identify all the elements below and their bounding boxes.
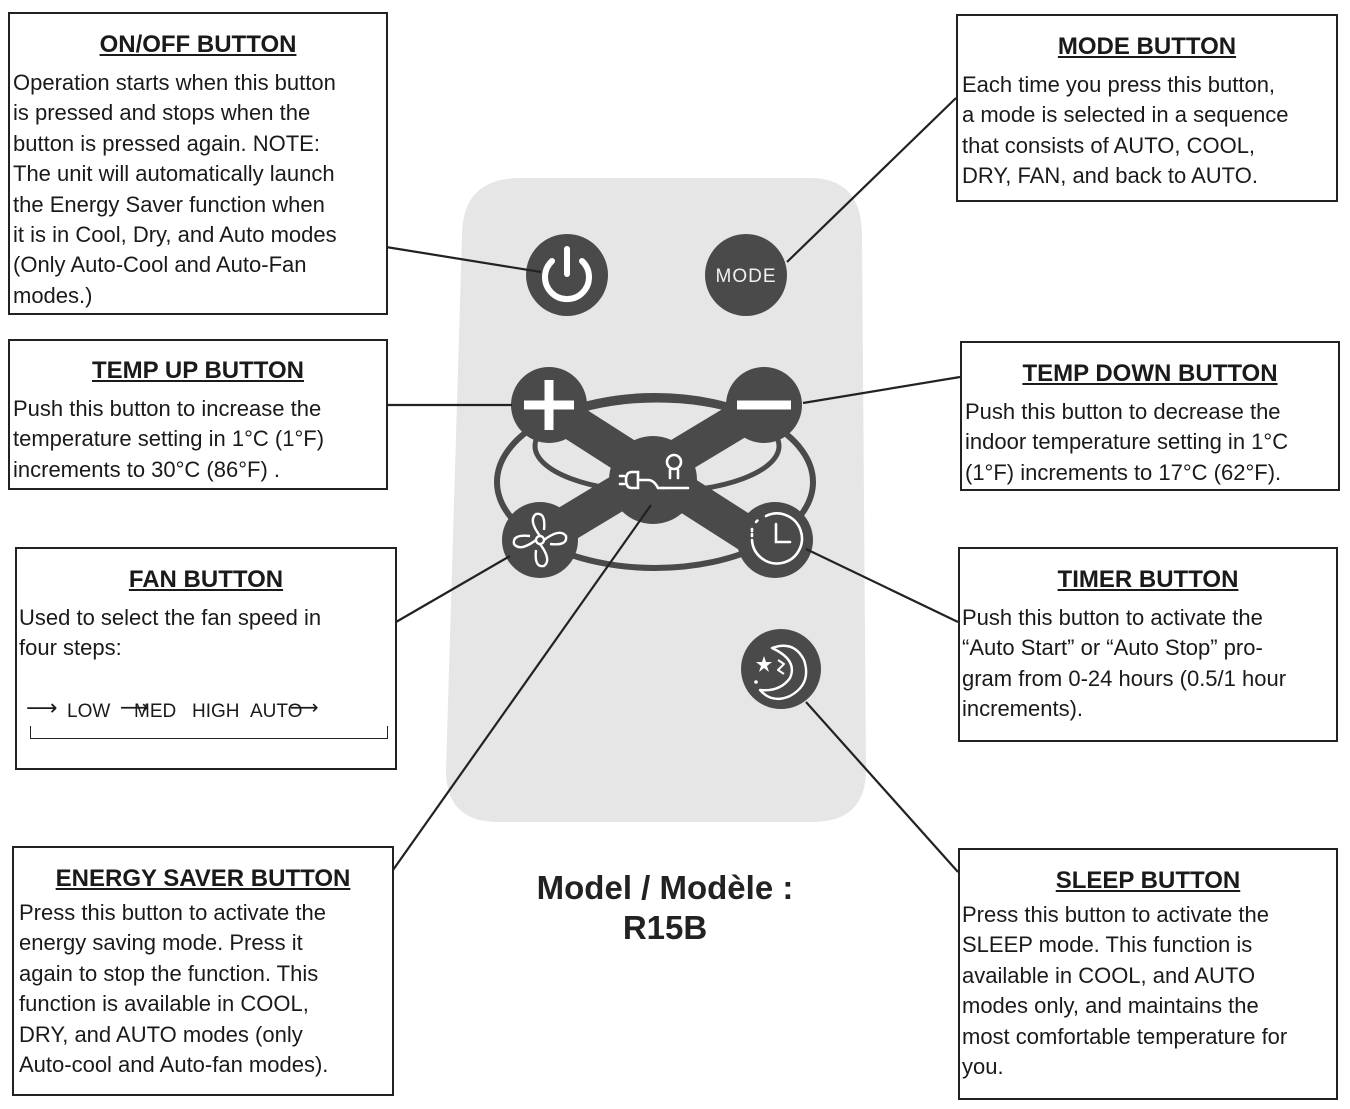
fan-speed-med: MED [134,701,177,722]
fan-button[interactable] [502,502,578,578]
fan-icon [512,512,568,568]
button-cluster-ring [494,393,816,571]
temp-down-text: Push this button to decrease the indoor … [965,399,1289,485]
model-line1: Model / Modèle : [536,869,794,906]
sleep-title: SLEEP BUTTON [1055,867,1241,894]
clock-icon [750,512,804,565]
fan-speed-high: HIGH [192,701,240,722]
model-label: Model / Modèle : R15B [470,868,860,948]
fan-callout: FAN BUTTON Used to select the fan speed … [15,547,397,770]
timer-button[interactable] [737,502,813,578]
leader-lines [385,97,961,873]
temp-down-title: TEMP DOWN BUTTON [1022,360,1278,387]
fan-speed-sequence: ⟶ LOW MED ⟶ HIGH AUTO ⟶ [22,694,388,742]
power-icon [542,246,592,303]
temp-up-title: TEMP UP BUTTON [91,357,305,384]
energy-saver-button[interactable] [609,436,697,524]
onoff-title: ON/OFF BUTTON [99,31,297,58]
timer-title: TIMER BUTTON [1057,566,1239,593]
plus-icon [524,380,574,430]
timer-text: Push this button to activate the “Auto S… [962,605,1287,722]
moon-icon [754,644,808,701]
energy-saver-text: Press this button to activate the energy… [19,900,329,1078]
fan-title: FAN BUTTON [128,566,284,593]
mode-button-label: MODE [716,266,777,287]
model-number: R15B [622,909,708,946]
onoff-callout: ON/OFF BUTTON Operation starts when this… [8,12,388,315]
temp-down-callout: TEMP DOWN BUTTON Push this button to dec… [960,341,1340,491]
mode-button[interactable]: MODE [705,234,787,316]
power-button[interactable] [526,234,608,316]
temp-up-callout: TEMP UP BUTTON Push this button to incre… [8,339,388,490]
mode-text: Each time you press this button, a mode … [962,72,1289,189]
sleep-callout: SLEEP BUTTON Press this button to activa… [958,848,1338,1100]
fan-text: Used to select the fan speed in four ste… [19,605,322,661]
fan-speed-auto: AUTO [250,701,303,722]
sleep-button[interactable] [741,629,821,709]
energy-saver-title: ENERGY SAVER BUTTON [55,865,351,892]
energy-saver-icon [618,453,690,490]
fan-speed-low: LOW [67,701,111,722]
temp-up-button[interactable] [511,367,587,443]
onoff-text: Operation starts when this button is pre… [13,70,337,308]
mode-callout: MODE BUTTON Each time you press this but… [956,14,1338,202]
temp-down-button[interactable] [726,367,802,443]
energy-saver-callout: ENERGY SAVER BUTTON Press this button to… [12,846,394,1096]
timer-callout: TIMER BUTTON Push this button to activat… [958,547,1338,742]
mode-title: MODE BUTTON [1057,33,1237,60]
sleep-text: Press this button to activate the SLEEP … [962,902,1288,1080]
temp-up-text: Push this button to increase the tempera… [13,396,325,482]
